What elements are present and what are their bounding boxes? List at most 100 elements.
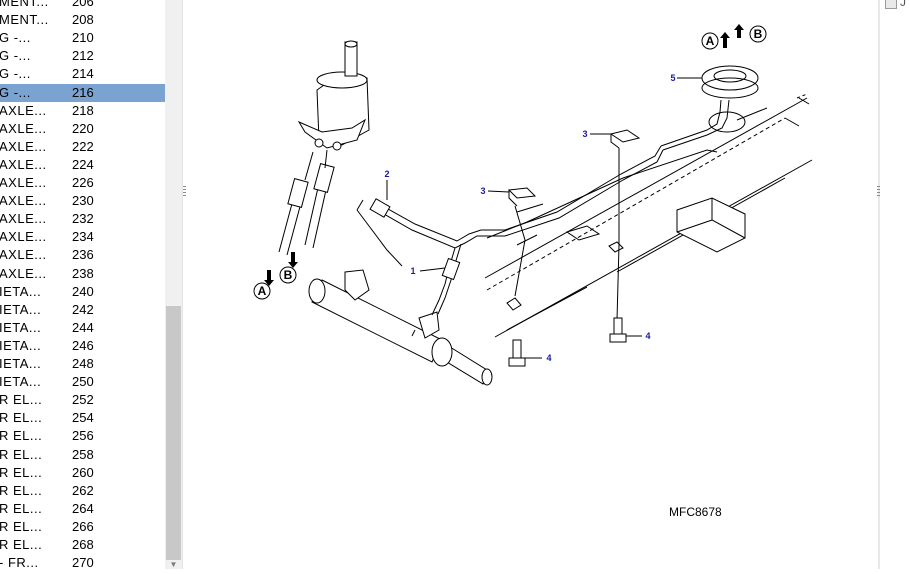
toc-row-label: R EL... <box>0 537 43 552</box>
toc-row-page: 242 <box>72 302 94 317</box>
toc-row-label: R EL... <box>0 428 43 443</box>
scrollbar-thumb[interactable] <box>166 306 181 560</box>
splitter-grip-icon[interactable] <box>183 186 186 198</box>
toc-row-page: 234 <box>72 229 94 244</box>
toc-row-label: AXLE... <box>0 121 47 136</box>
toc-row[interactable]: AXLE...222 <box>0 138 165 156</box>
toc-row[interactable]: IETA...240 <box>0 283 165 301</box>
parts-diagram: A B <box>187 0 878 569</box>
callout-1: 1 <box>410 266 415 276</box>
steering-hose-illustration: A B <box>253 24 813 519</box>
toc-row-page: 218 <box>72 103 94 118</box>
toc-row-label: R EL... <box>0 483 43 498</box>
toc-row[interactable]: R EL...266 <box>0 518 165 536</box>
toc-row[interactable]: AXLE... 226 <box>0 174 165 192</box>
toc-row[interactable]: AXLE... 220 <box>0 120 165 138</box>
marker-group-top: A B <box>701 24 767 50</box>
toc-row-page: 244 <box>72 320 94 335</box>
toc-row[interactable]: AXLE... 236 <box>0 246 165 264</box>
clips <box>506 129 641 321</box>
left-splitter[interactable] <box>182 0 188 569</box>
callout-4b: 4 <box>645 331 650 341</box>
toc-row[interactable]: IETA... 244 <box>0 319 165 337</box>
toc-row[interactable]: MENT...206 <box>0 0 165 11</box>
toc-row-label: IETA... <box>0 320 42 335</box>
toc-row[interactable]: AXLE... 218 <box>0 102 165 120</box>
toc-row-label: MENT... <box>0 0 49 9</box>
toc-row-label: AXLE... <box>0 229 47 244</box>
toc-row-label: G -... <box>0 30 31 45</box>
toc-row-label: R EL... <box>0 465 43 480</box>
scroll-down-arrow-icon[interactable]: ▼ <box>169 560 178 569</box>
toc-row-page: 220 <box>72 121 94 136</box>
toc-row-page: 260 <box>72 465 94 480</box>
toc-row[interactable]: R EL... 268 <box>0 536 165 554</box>
toc-row-page: 246 <box>72 338 94 353</box>
toc-row[interactable]: AXLE...230 <box>0 192 165 210</box>
marker-a-left: A <box>258 284 267 298</box>
marker-group-left: A B <box>253 252 298 300</box>
toc-row-label: G -... <box>0 66 31 81</box>
toc-row-page: 250 <box>72 374 94 389</box>
right-splitter[interactable] <box>877 0 880 569</box>
toc-row[interactable]: R EL...262 <box>0 482 165 500</box>
toc-row-page: 232 <box>72 211 94 226</box>
toc-row-label: IETA... <box>0 284 42 299</box>
toc-row[interactable]: - FR...270 <box>0 554 165 569</box>
toc-row-page: 264 <box>72 501 94 516</box>
toc-row-label: AXLE... <box>0 211 47 226</box>
toc-row[interactable]: IETA...248 <box>0 355 165 373</box>
toc-row[interactable]: AXLE...224 <box>0 156 165 174</box>
callout-5: 5 <box>670 73 675 83</box>
toc-row-page: 224 <box>72 157 94 172</box>
toc-row-label: AXLE... <box>0 103 47 118</box>
toc-row[interactable]: AXLE... 232 <box>0 210 165 228</box>
leader-lines <box>386 77 702 359</box>
toc-row-page: 252 <box>72 392 94 407</box>
toc-row-label: R EL... <box>0 501 43 516</box>
toc-row[interactable]: R EL...254 <box>0 409 165 427</box>
toc-row-page: 238 <box>72 266 94 281</box>
toc-row[interactable]: R EL...258 <box>0 446 165 464</box>
toc-row-page: 208 <box>72 12 94 27</box>
toc-row[interactable]: IETA... 242 <box>0 301 165 319</box>
toc-row-label: R EL... <box>0 392 43 407</box>
toc-row-page: 226 <box>72 175 94 190</box>
toc-row-label: AXLE... <box>0 266 47 281</box>
toc-row-page: 222 <box>72 139 94 154</box>
frame-rail <box>484 97 813 338</box>
toc-row[interactable]: G -...212 <box>0 47 165 65</box>
figure-reference: MFC8678 <box>669 505 722 519</box>
toc-row[interactable]: G -...210 <box>0 29 165 47</box>
toc-row[interactable]: AXLE... 238 <box>0 265 165 283</box>
toc-row[interactable]: R EL... 264 <box>0 500 165 518</box>
toc-row-page: 248 <box>72 356 94 371</box>
marker-b-top: B <box>754 27 763 41</box>
toc-row[interactable]: IETA...246 <box>0 337 165 355</box>
callout-3b: 3 <box>582 129 587 139</box>
toc-row-label: AXLE... <box>0 175 47 190</box>
steering-cylinder <box>308 269 493 386</box>
toc-row-label: AXLE... <box>0 247 47 262</box>
marker-a-top: A <box>706 34 715 48</box>
splitter-grip-icon[interactable] <box>877 186 880 198</box>
toc-row-page: 256 <box>72 428 94 443</box>
toc-row-page: 268 <box>72 537 94 552</box>
toc-row-label: MENT... <box>0 12 49 27</box>
panel-tool-icon[interactable] <box>885 0 897 9</box>
toc-row[interactable]: G -...214 <box>0 65 165 83</box>
toc-row-page: 216 <box>72 85 94 100</box>
toc-row[interactable]: IETA...250 <box>0 373 165 391</box>
toc-row[interactable]: MENT... 208 <box>0 11 165 29</box>
toc-row-label: AXLE... <box>0 193 47 208</box>
toc-row[interactable]: R EL... 252 <box>0 391 165 409</box>
toc-row-label: R EL... <box>0 410 43 425</box>
toc-row-page: 236 <box>72 247 94 262</box>
toc-row[interactable]: G -...216 <box>0 84 165 102</box>
toc-row[interactable]: R EL... 260 <box>0 464 165 482</box>
toc-row[interactable]: AXLE... 234 <box>0 228 165 246</box>
toc-row[interactable]: R EL... 256 <box>0 427 165 445</box>
toc-scrollbar[interactable]: ▼ <box>165 0 182 569</box>
toc-row-label: IETA... <box>0 302 42 317</box>
